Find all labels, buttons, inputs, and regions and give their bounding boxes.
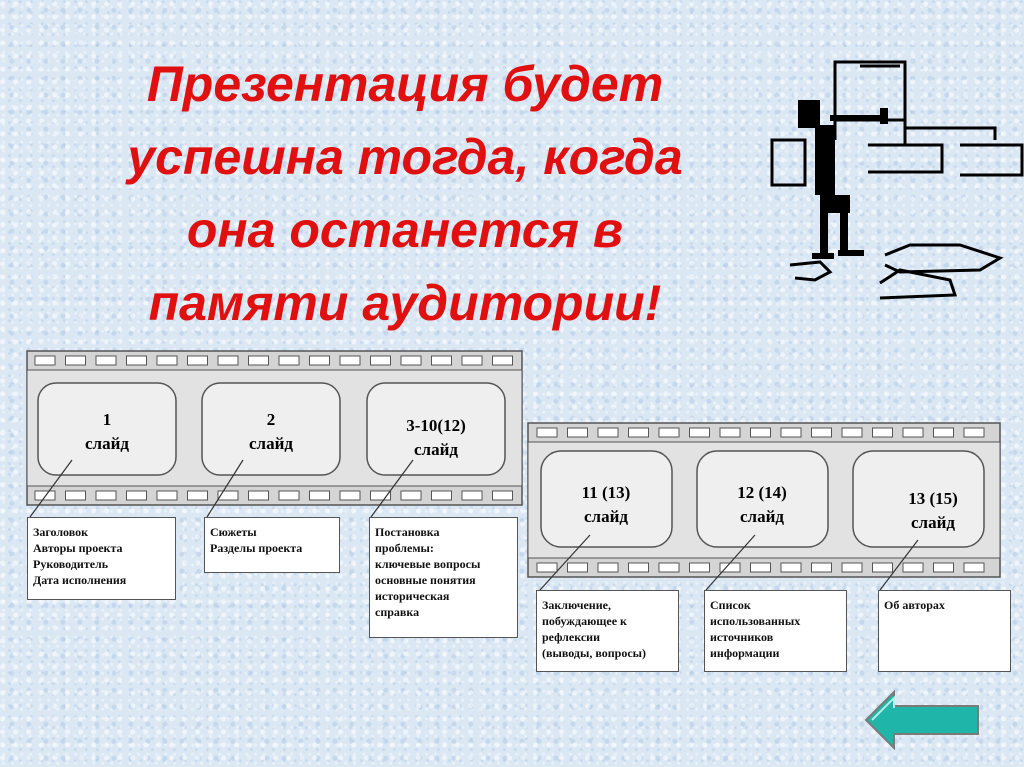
sprocket-hole — [780, 562, 802, 573]
sprocket-hole — [217, 490, 239, 501]
slide-label: 1 слайд — [85, 410, 129, 453]
sprocket-hole — [750, 562, 771, 573]
sprocket-hole — [126, 355, 147, 366]
sprocket-hole — [628, 562, 649, 573]
sprocket-hole — [126, 490, 147, 501]
sprocket-hole — [811, 562, 832, 573]
title-line: Презентация будет — [146, 56, 664, 112]
connector-lines — [29, 459, 919, 591]
sprocket-hole — [719, 427, 741, 438]
sprocket-hole — [370, 490, 391, 501]
slide-label: 3-10(12) слайд — [406, 416, 466, 459]
back-button[interactable] — [864, 690, 980, 750]
sprocket-hole — [65, 490, 86, 501]
title-line: памяти аудитории! — [148, 275, 662, 331]
sprocket-hole — [187, 490, 208, 501]
slide-frame — [201, 382, 341, 476]
sprocket-hole — [933, 427, 954, 438]
filmstrip-2 — [527, 422, 1001, 578]
sprocket-hole — [461, 355, 483, 366]
left-arrow-icon — [864, 690, 979, 750]
sprocket-hole — [248, 490, 269, 501]
slide-title: Презентация будет успешна тогда, когда о… — [40, 48, 770, 340]
sprocket-hole — [492, 355, 513, 366]
slide-frame — [852, 450, 985, 548]
sprocket-hole — [156, 490, 178, 501]
sprocket-hole — [750, 427, 771, 438]
slide-label: 13 (15) слайд — [908, 489, 958, 532]
filmstrip-1 — [26, 350, 523, 506]
sprocket-hole — [597, 427, 619, 438]
sprocket-hole — [841, 562, 863, 573]
sprocket-hole — [658, 427, 680, 438]
sprocket-hole — [933, 562, 954, 573]
sprocket-hole — [872, 562, 893, 573]
sprocket-hole — [658, 562, 680, 573]
sprocket-hole — [248, 355, 269, 366]
sprocket-hole — [811, 427, 832, 438]
sprocket-hole — [95, 490, 117, 501]
sprocket-hole — [902, 427, 924, 438]
sprocket-hole — [461, 490, 483, 501]
sprocket-hole — [370, 355, 391, 366]
sprocket-hole — [339, 355, 361, 366]
sprocket-hole — [536, 562, 558, 573]
sprocket-hole — [95, 355, 117, 366]
sprocket-hole — [567, 562, 588, 573]
slide-label: 11 (13) слайд — [581, 483, 631, 526]
sprocket-hole — [872, 427, 893, 438]
title-line: успешна тогда, когда — [127, 129, 683, 185]
sprocket-hole — [567, 427, 588, 438]
sprocket-hole — [65, 355, 86, 366]
sprocket-hole — [841, 427, 863, 438]
sprocket-hole — [309, 355, 330, 366]
sprocket-hole — [597, 562, 619, 573]
slide-label: 12 (14) слайд — [737, 483, 787, 526]
sprocket-hole — [309, 490, 330, 501]
sprocket-hole — [217, 355, 239, 366]
title-line: она останется в — [186, 202, 624, 258]
slide-frame — [366, 382, 506, 476]
sprocket-hole — [34, 355, 56, 366]
slide-frame — [37, 382, 177, 476]
sprocket-hole — [156, 355, 178, 366]
sprocket-hole — [492, 490, 513, 501]
sprocket-hole — [536, 427, 558, 438]
slide-frame — [540, 450, 673, 548]
slide-frame — [696, 450, 829, 548]
sprocket-hole — [400, 355, 422, 366]
slide-label: 2 слайд — [249, 410, 293, 453]
note-authors: Об авторах — [878, 590, 1011, 672]
sprocket-hole — [187, 355, 208, 366]
sprocket-hole — [278, 490, 300, 501]
sprocket-hole — [431, 355, 452, 366]
sprocket-hole — [628, 427, 649, 438]
sprocket-hole — [34, 490, 56, 501]
sprocket-hole — [780, 427, 802, 438]
sprocket-hole — [689, 562, 710, 573]
sprocket-hole — [902, 562, 924, 573]
sprocket-hole — [963, 427, 985, 438]
sprocket-hole — [963, 562, 985, 573]
sprocket-hole — [689, 427, 710, 438]
sprocket-hole — [278, 355, 300, 366]
sprocket-hole — [431, 490, 452, 501]
sprocket-hole — [400, 490, 422, 501]
sprocket-hole — [339, 490, 361, 501]
